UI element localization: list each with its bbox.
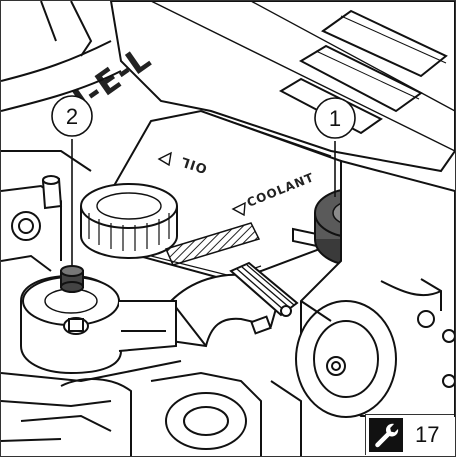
coolant-hose	[170, 261, 299, 348]
callout-1-bubble	[314, 97, 356, 139]
callout-1-number: 1	[329, 106, 341, 131]
wrench-icon	[369, 418, 403, 452]
hatched-strip	[164, 222, 261, 266]
reference-number: 17	[415, 422, 440, 447]
callout-1: 1	[314, 97, 356, 197]
right-engine-block	[295, 159, 455, 418]
lower-engine	[1, 330, 302, 456]
small-hose	[41, 175, 63, 210]
thermostat-housing	[20, 274, 177, 375]
callout-2-bubble	[51, 95, 93, 137]
bleed-screw	[60, 265, 84, 293]
reference-box: 17	[365, 414, 454, 455]
valve-cover	[109, 1, 455, 173]
callout-2-number: 2	[66, 104, 78, 129]
left-structure	[1, 1, 122, 272]
callout-2: 2	[51, 95, 93, 267]
oil-filler-cap	[80, 183, 178, 259]
